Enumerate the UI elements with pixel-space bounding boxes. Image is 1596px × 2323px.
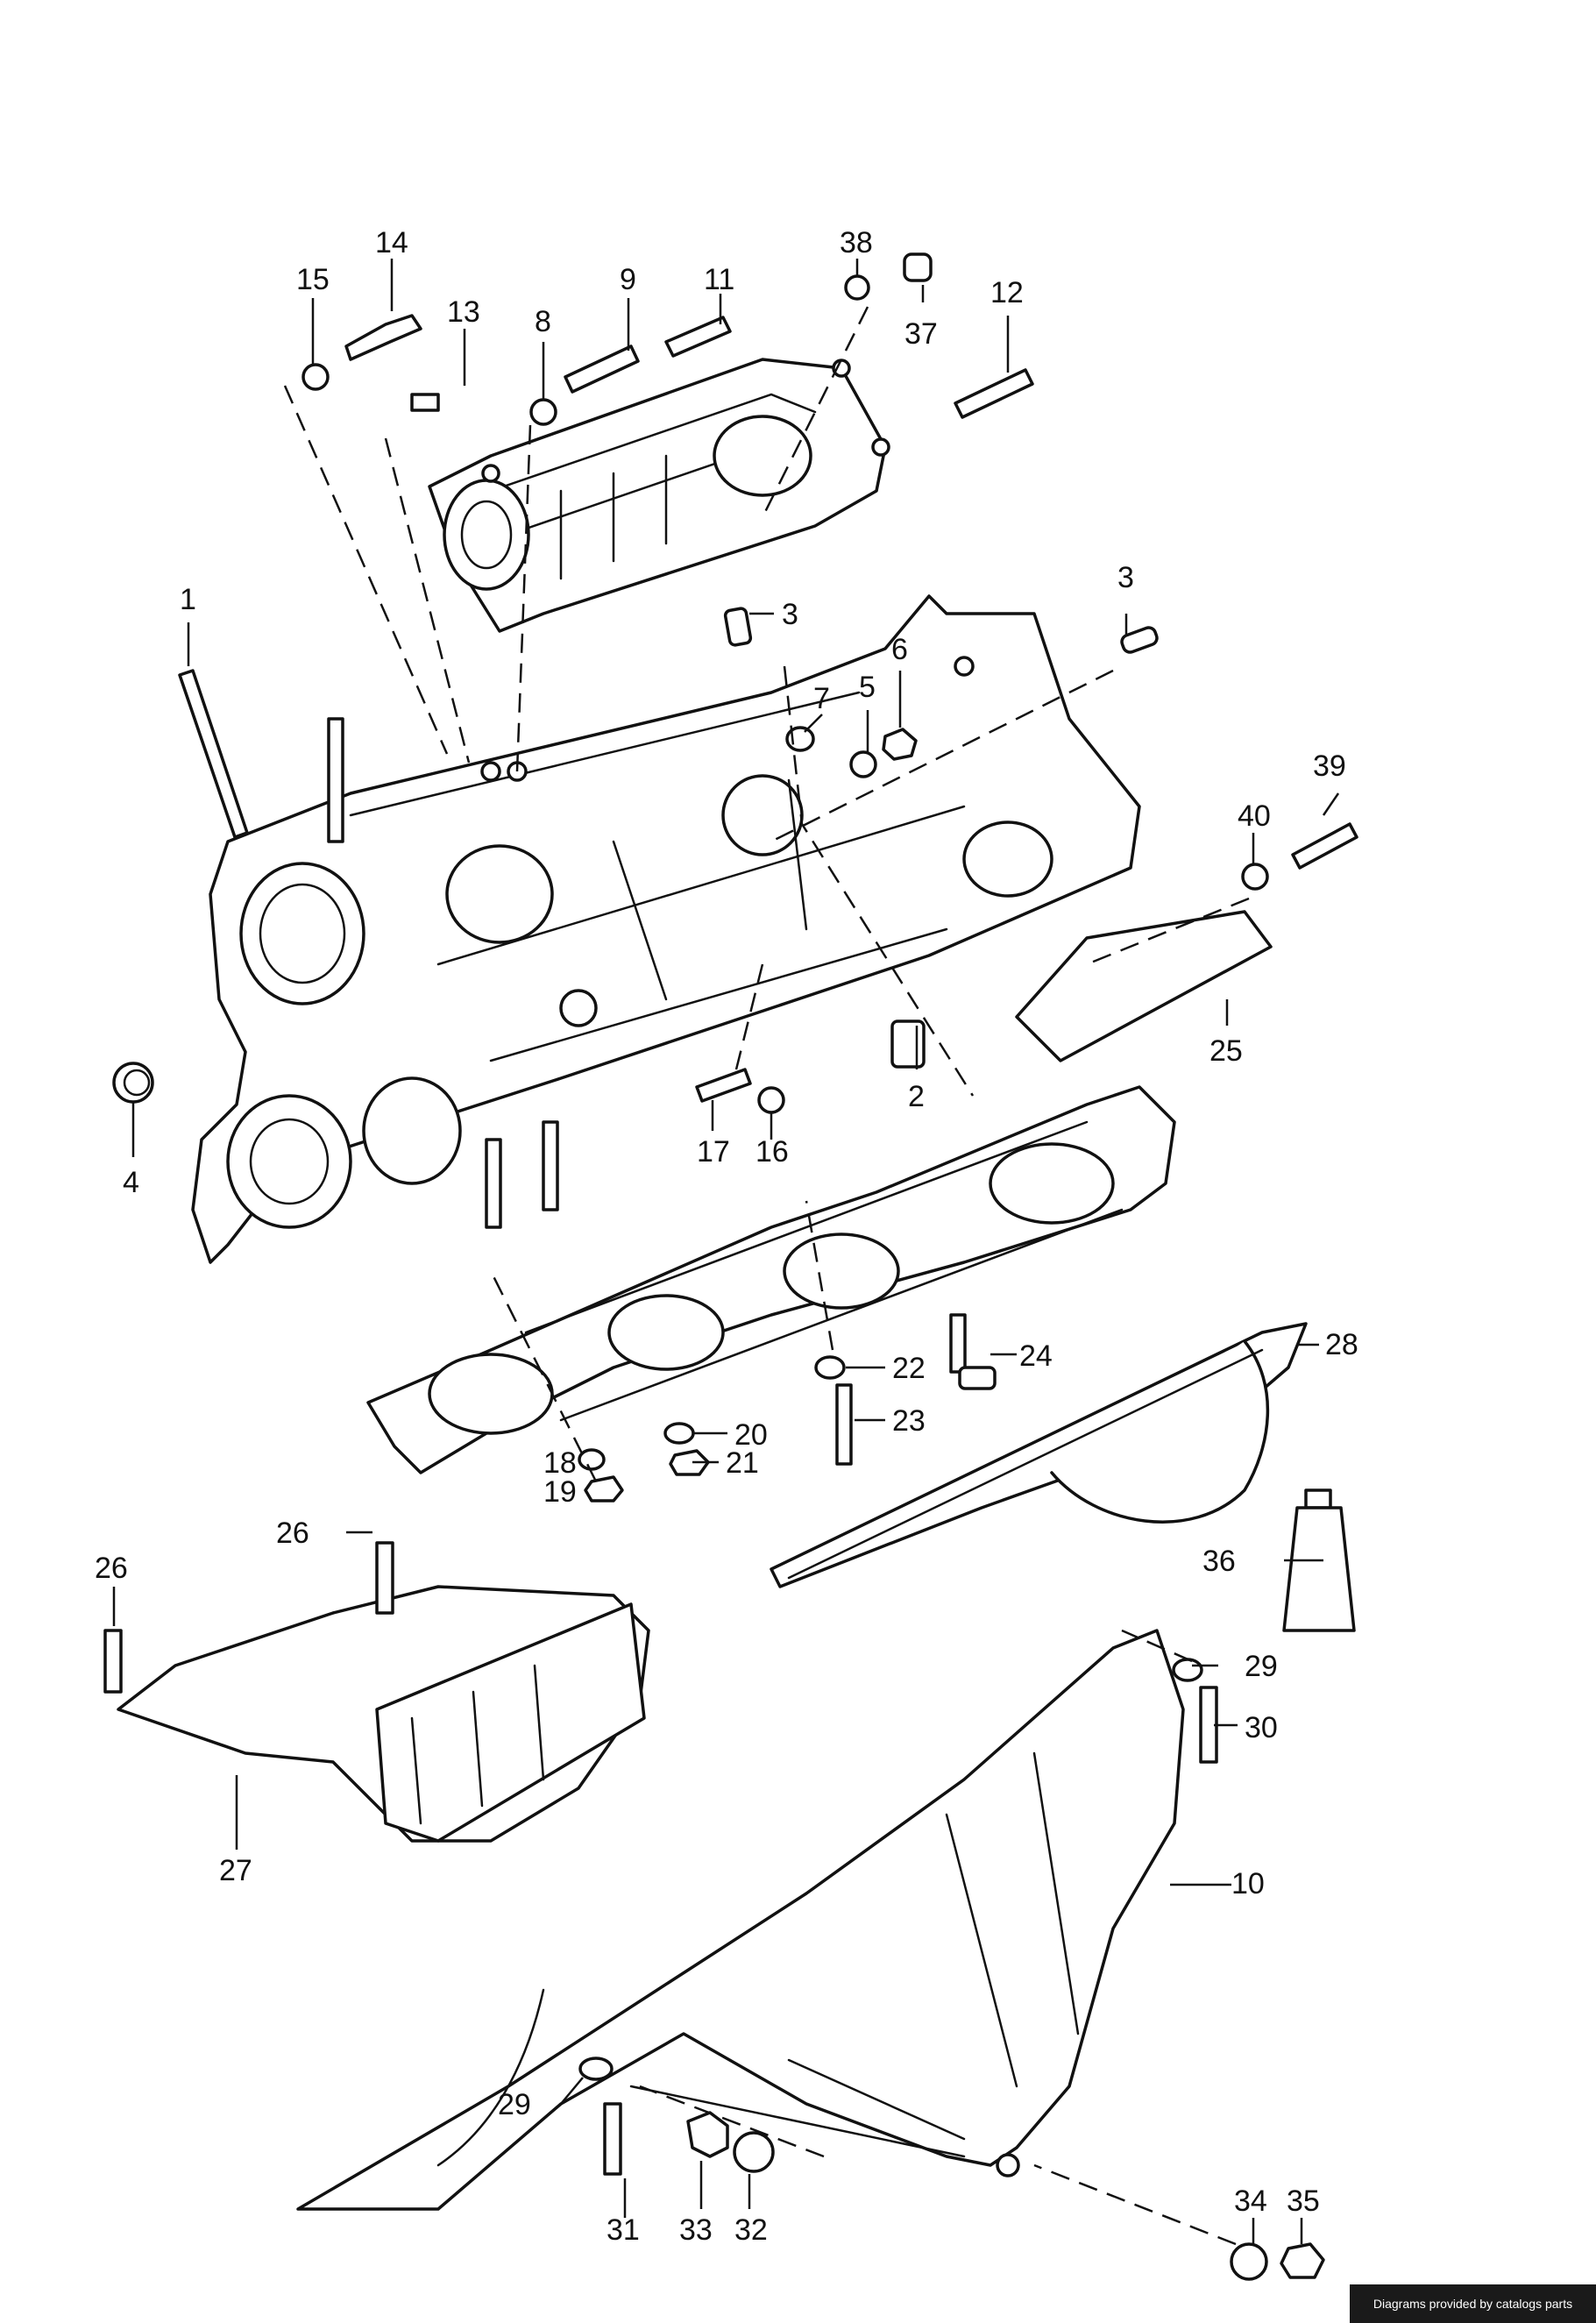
callout-32: 32 (734, 2213, 768, 2247)
gasket-part-28 (770, 1322, 1308, 1588)
callout-10: 10 (1231, 1867, 1265, 1900)
callout-22: 22 (892, 1352, 926, 1385)
callout-3a: 3 (782, 598, 798, 631)
callout-33: 33 (679, 2213, 713, 2247)
leader-lines (112, 259, 1340, 2244)
callout-20: 20 (734, 1418, 768, 1452)
callout-26b: 26 (276, 1517, 309, 1550)
callout-29b: 29 (498, 2088, 531, 2121)
callout-23: 23 (892, 1404, 926, 1438)
callout-39: 39 (1313, 749, 1346, 783)
bearing-carrier (366, 1085, 1176, 1474)
callout-16: 16 (755, 1135, 789, 1169)
callout-3b: 3 (1117, 561, 1134, 594)
callout-26a: 26 (95, 1552, 128, 1585)
callout-19: 19 (543, 1475, 577, 1509)
callout-6: 6 (891, 633, 908, 666)
stud (178, 669, 249, 839)
callout-21: 21 (726, 1446, 759, 1480)
callout-1: 1 (180, 583, 196, 616)
credit-badge: Diagrams provided by catalogs parts (1350, 2284, 1596, 2323)
callout-13: 13 (447, 295, 480, 329)
washers-nuts-upper (785, 726, 918, 778)
callout-2: 2 (908, 1080, 925, 1113)
callout-14: 14 (375, 226, 408, 259)
assembly-guide-lines (283, 306, 1250, 2246)
fasteners (103, 252, 1358, 2281)
oil-pan-part-10 (296, 1629, 1185, 2211)
callout-12: 12 (990, 276, 1024, 309)
callout-24: 24 (1019, 1339, 1053, 1373)
callout-28: 28 (1325, 1328, 1358, 1361)
callout-30: 30 (1245, 1711, 1278, 1744)
callout-15: 15 (296, 263, 330, 296)
callout-34: 34 (1234, 2184, 1267, 2218)
callout-17: 17 (697, 1135, 730, 1169)
callout-40: 40 (1238, 799, 1271, 833)
callout-5: 5 (859, 671, 876, 704)
callout-36: 36 (1202, 1545, 1236, 1578)
callout-7: 7 (813, 682, 830, 715)
callout-11: 11 (704, 263, 734, 296)
callout-27: 27 (219, 1854, 252, 1887)
callout-37: 37 (904, 317, 938, 351)
callout-labels: 1 2 3 3 4 5 6 7 8 9 10 11 12 13 14 15 16… (95, 226, 1358, 2247)
callout-29a: 29 (1245, 1650, 1278, 1683)
oil-pan-cover-part-27 (117, 1585, 650, 1843)
crankcase-half (191, 594, 1141, 1264)
callout-38: 38 (840, 226, 873, 259)
callout-25: 25 (1209, 1034, 1243, 1068)
callout-8: 8 (535, 305, 551, 338)
rocker-housing (428, 358, 890, 633)
lower-studs (327, 717, 559, 1229)
callout-31: 31 (606, 2213, 640, 2247)
callout-18: 18 (543, 1446, 577, 1480)
sealant-tube-part-36 (1282, 1488, 1356, 1632)
callout-4: 4 (123, 1166, 139, 1199)
callout-35: 35 (1287, 2184, 1320, 2218)
plug-part-4 (112, 1062, 154, 1104)
callout-9: 9 (620, 263, 636, 296)
credit-text: Diagrams provided by catalogs parts (1373, 2297, 1573, 2311)
